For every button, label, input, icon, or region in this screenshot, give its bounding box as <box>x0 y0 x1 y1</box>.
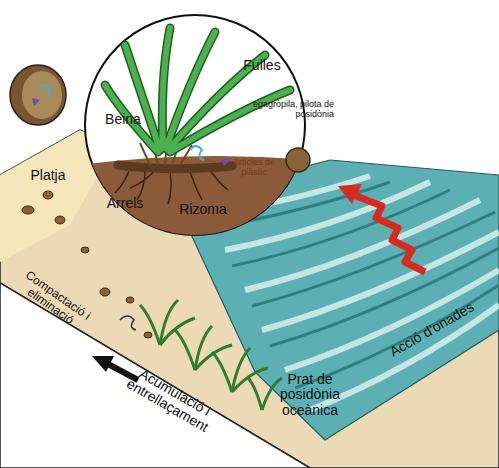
egagropila-section <box>22 71 62 119</box>
egagropila-ball <box>286 148 310 172</box>
label-text: Beina <box>95 112 151 127</box>
label-text: Arrels <box>95 196 155 211</box>
label-text: Articles de plàstic <box>224 158 284 178</box>
transport-arrow-head <box>92 356 114 372</box>
plastic-item <box>222 158 230 166</box>
label-text: Rizoma <box>170 202 236 217</box>
wave-arrow-head <box>338 184 362 204</box>
egagropila-cut <box>10 65 66 125</box>
seabed-slope <box>0 130 499 468</box>
leaves <box>105 28 290 152</box>
plastic-item <box>190 146 204 160</box>
label-text: Platja <box>18 168 78 183</box>
plastic-inside <box>40 85 52 96</box>
plastic-bit <box>120 316 136 330</box>
label-text: egagròpila, pilota de posidònia <box>238 100 334 120</box>
wave-arrow <box>356 196 425 272</box>
inset-soil <box>80 156 310 240</box>
plastic-inside <box>32 98 40 106</box>
label-text: Fulles <box>232 58 292 73</box>
label-text: Prat de posidònia oceànica <box>258 372 362 418</box>
rhizome <box>118 165 232 169</box>
